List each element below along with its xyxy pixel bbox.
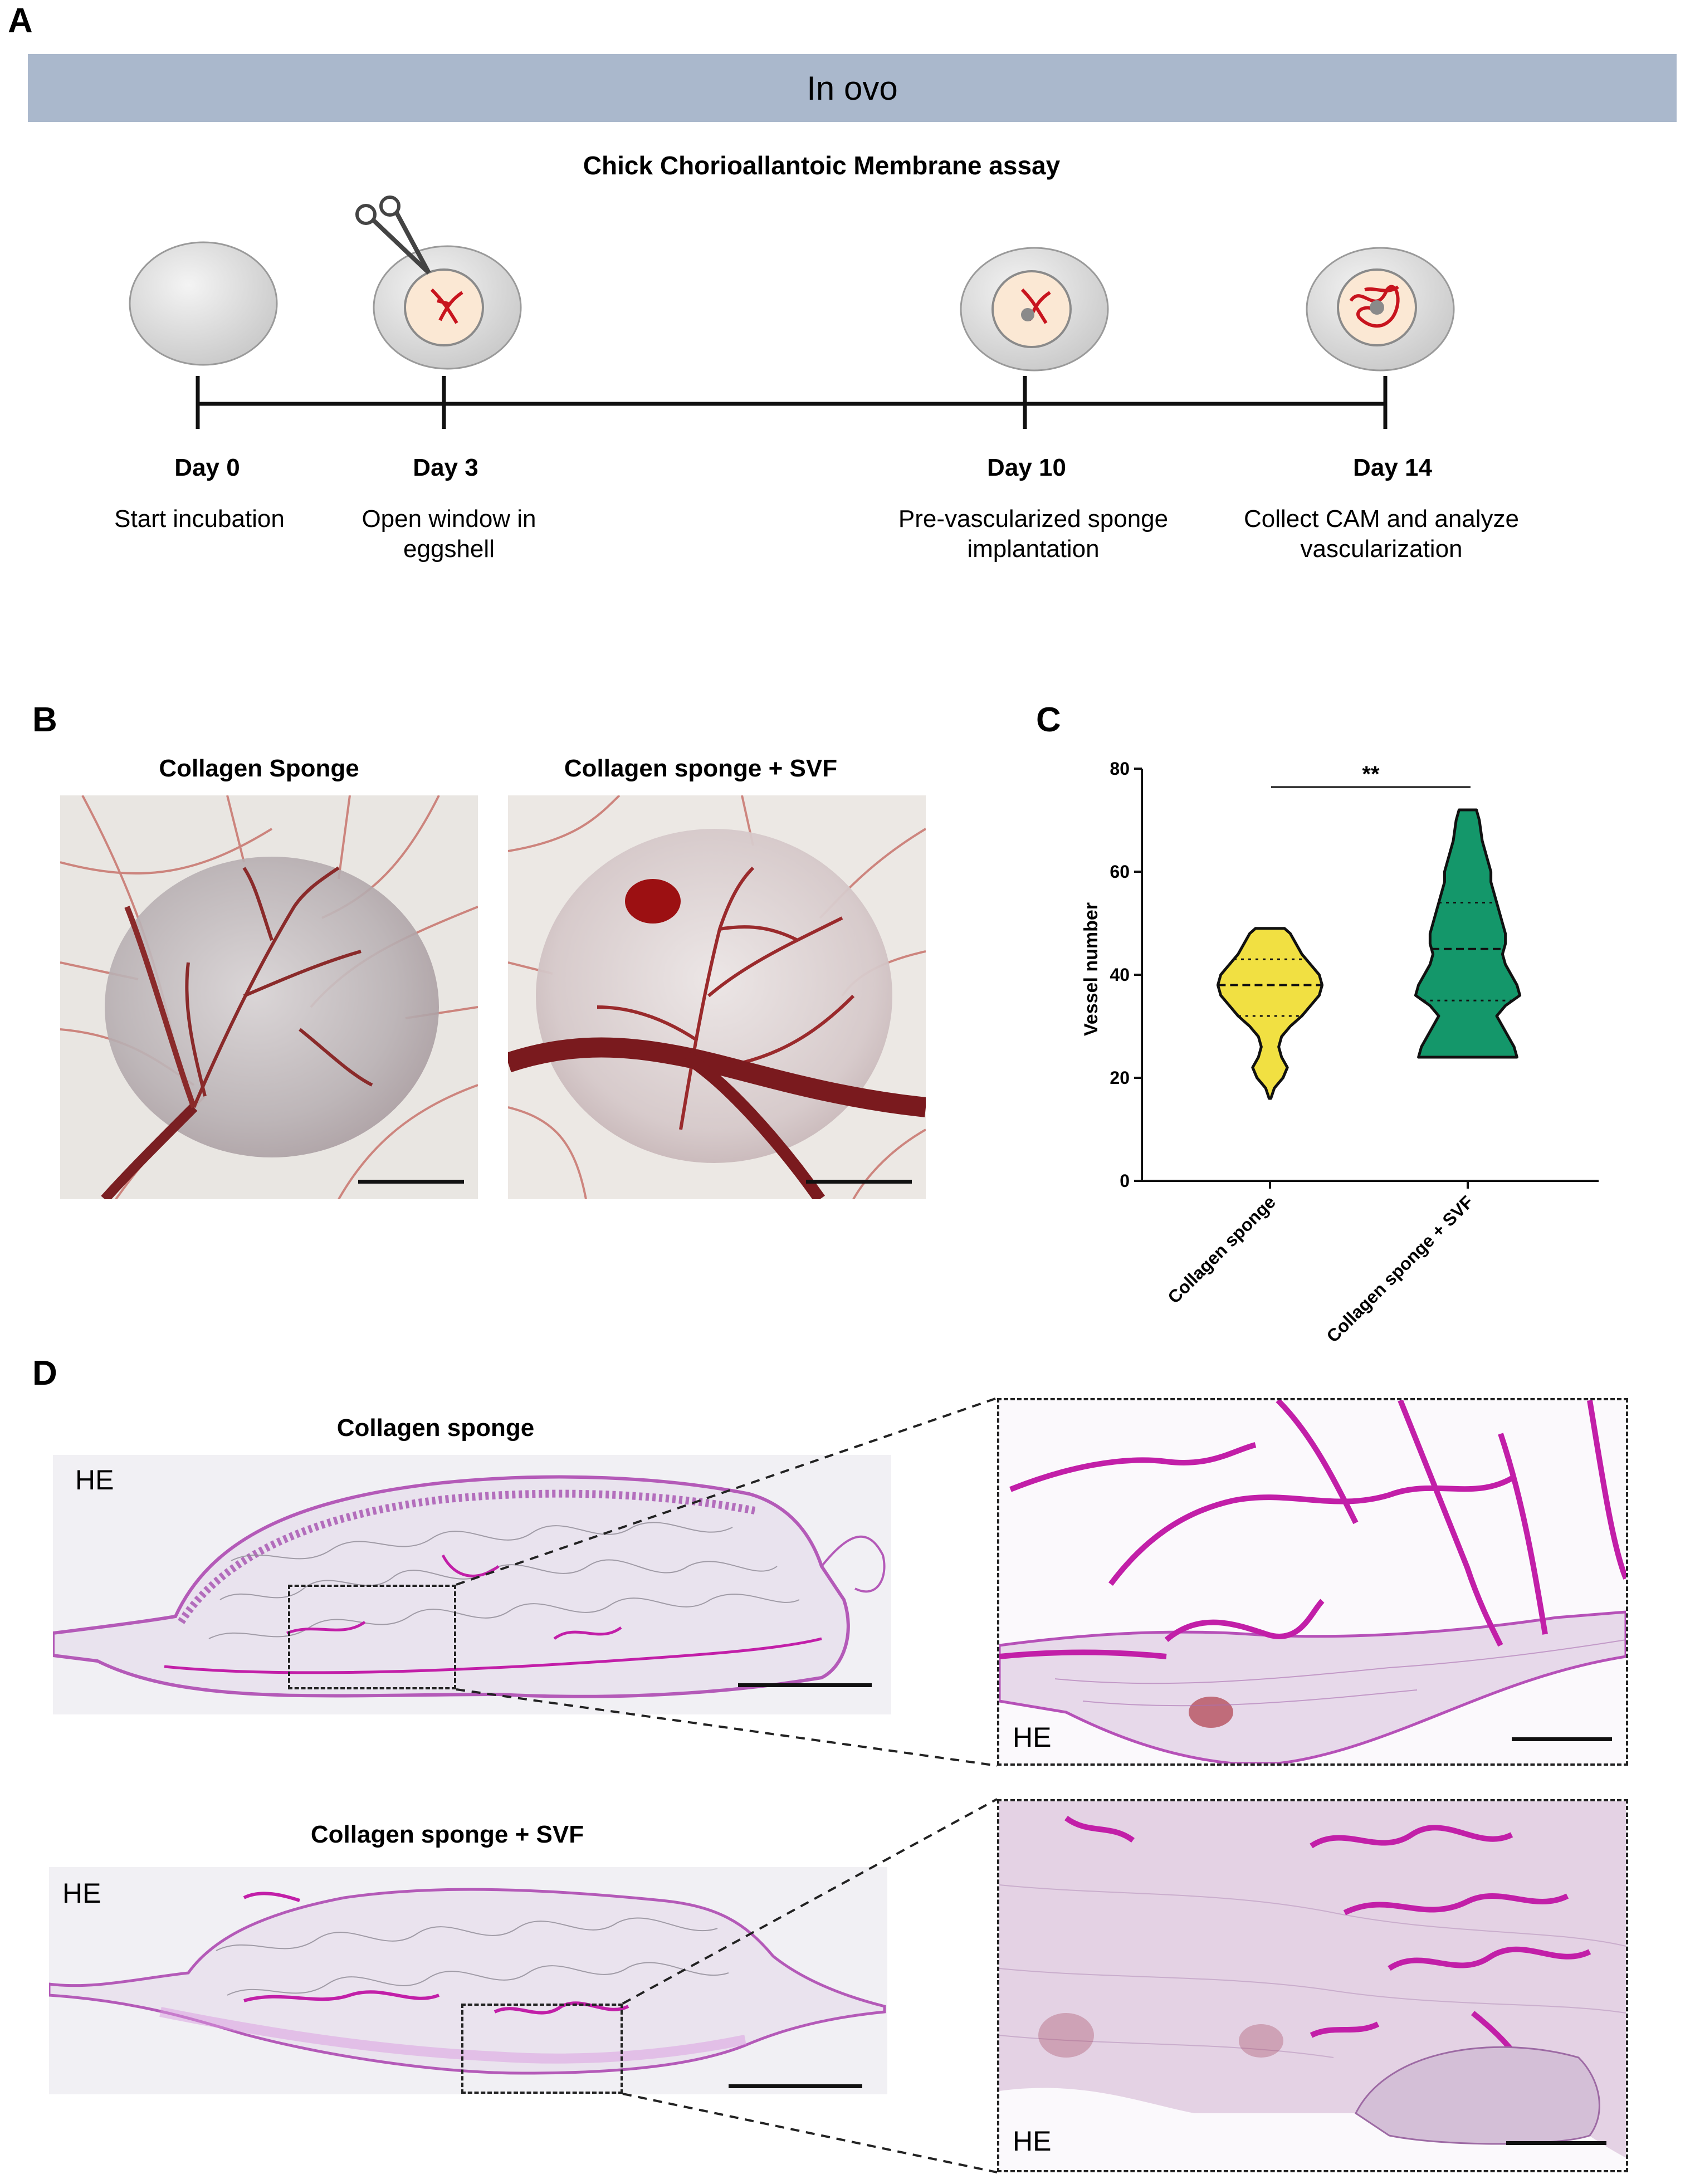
- x-tick-label: Collagen sponge: [1164, 1191, 1279, 1307]
- panel-d-label-svf: Collagen sponge + SVF: [310, 1821, 584, 1848]
- cam-photo-collagen-sponge-svf: [508, 795, 926, 1199]
- he-label-bottom-left: HE: [62, 1878, 101, 1909]
- zoom-panel-top: [997, 1398, 1628, 1766]
- violins: [1216, 808, 1522, 1100]
- significance-label: **: [1362, 762, 1380, 786]
- timeline-desc-14-line2: vascularization: [1300, 535, 1463, 563]
- zoom-panel-bottom: [997, 1799, 1628, 2172]
- timeline-desc-3-line2: eggshell: [403, 535, 495, 563]
- timeline-graphic: [129, 196, 1455, 429]
- y-tick-label: 20: [1110, 1068, 1130, 1088]
- egg-with-implant-icon: [960, 247, 1109, 372]
- egg-icon: [129, 241, 278, 366]
- significance-bracket: **: [1271, 762, 1471, 788]
- violin-collagen-sponge-svf: [1414, 808, 1522, 1059]
- panel-a-subtitle: Chick Chorioallantoic Membrane assay: [583, 151, 1061, 180]
- y-axis: 0 20 40 60 80: [1110, 759, 1599, 1191]
- y-tick-label: 80: [1110, 759, 1130, 779]
- y-tick-label: 40: [1110, 965, 1130, 985]
- x-axis-ticks: Collagen sponge Collagen sponge + SVF: [1164, 1181, 1477, 1346]
- panel-a-letter: A: [8, 2, 33, 40]
- histology-zoom-collagen-sponge: [999, 1400, 1626, 1763]
- in-ovo-banner: In ovo: [28, 54, 1677, 122]
- y-tick-label: 0: [1120, 1171, 1130, 1191]
- banner-text: In ovo: [807, 69, 898, 107]
- y-axis-label: Vessel number: [1081, 902, 1102, 1036]
- timeline-desc-10-line1: Pre-vascularized sponge: [898, 505, 1169, 532]
- y-tick-label: 60: [1110, 862, 1130, 882]
- vascularized-egg-icon: [1306, 247, 1455, 372]
- timeline-desc-14-line1: Collect CAM and analyze: [1243, 505, 1520, 532]
- panel-b-label-svf: Collagen sponge + SVF: [564, 755, 838, 782]
- violin-collagen-sponge: [1216, 927, 1324, 1100]
- histology-zoom-collagen-sponge-svf: [999, 1801, 1626, 2170]
- he-label-top-right: HE: [1013, 1722, 1052, 1753]
- timeline-desc-3-line1: Open window in: [362, 505, 536, 532]
- timeline-desc-10-line2: implantation: [967, 535, 1100, 563]
- x-tick-label: Collagen sponge + SVF: [1322, 1191, 1477, 1346]
- cam-photo-collagen-sponge: [60, 795, 478, 1199]
- timeline-day-10: Day 10: [987, 454, 1066, 481]
- panel-d-letter: D: [32, 1354, 57, 1393]
- he-label-bottom-right: HE: [1013, 2126, 1052, 2157]
- zoom-region-top: [288, 1585, 456, 1689]
- zoom-region-bottom: [461, 2004, 623, 2094]
- panel-c-letter: C: [1036, 701, 1061, 739]
- histology-collagen-sponge: [53, 1455, 891, 1714]
- he-label-top-left: HE: [75, 1464, 114, 1496]
- timeline-day-3: Day 3: [413, 454, 478, 481]
- timeline-desc-0: Start incubation: [114, 505, 285, 532]
- panel-d-label-collagen: Collagen sponge: [336, 1414, 535, 1442]
- timeline-day-14: Day 14: [1353, 454, 1432, 481]
- timeline-day-0: Day 0: [174, 454, 240, 481]
- panel-b-letter: B: [32, 701, 57, 739]
- opened-egg-with-scissors-icon: [355, 196, 522, 370]
- panel-b-label-collagen: Collagen Sponge: [159, 755, 359, 782]
